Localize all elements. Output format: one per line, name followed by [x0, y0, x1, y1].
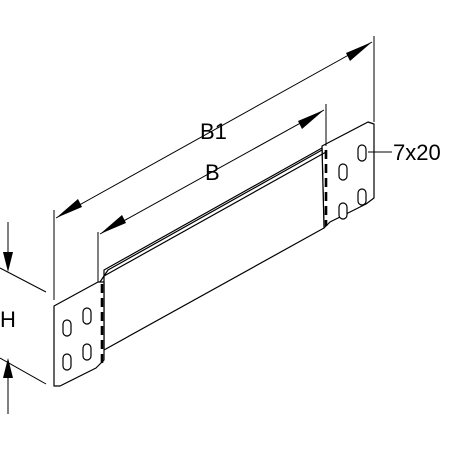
web-top-fold-inner — [103, 151, 327, 277]
right-flange — [321, 121, 375, 229]
right-flange-slots — [338, 144, 367, 220]
b-label: B — [205, 160, 220, 185]
arrow-right-icon — [298, 110, 324, 129]
slot — [62, 353, 72, 371]
arrow-right-icon — [346, 42, 372, 61]
slot — [62, 319, 72, 337]
web-top-fold — [99, 149, 323, 283]
arrow-down-icon — [3, 252, 13, 272]
arrow-left-icon — [100, 215, 126, 234]
b1-label: B1 — [200, 119, 227, 144]
left-flange — [53, 281, 105, 387]
slot — [82, 307, 92, 325]
b1-dimension: B1 — [55, 41, 373, 219]
b-dimension: B — [99, 109, 325, 235]
slot — [357, 188, 367, 206]
h-label: H — [0, 307, 16, 332]
arrow-up-icon — [3, 358, 13, 378]
slot-size-label: 7x20 — [393, 140, 441, 165]
arrow-left-icon — [56, 199, 82, 218]
h-dimension: H — [0, 222, 16, 414]
slot — [338, 202, 348, 220]
slot — [82, 343, 92, 361]
left-flange-slots — [62, 307, 92, 371]
slot — [357, 144, 367, 162]
slot — [338, 163, 348, 181]
